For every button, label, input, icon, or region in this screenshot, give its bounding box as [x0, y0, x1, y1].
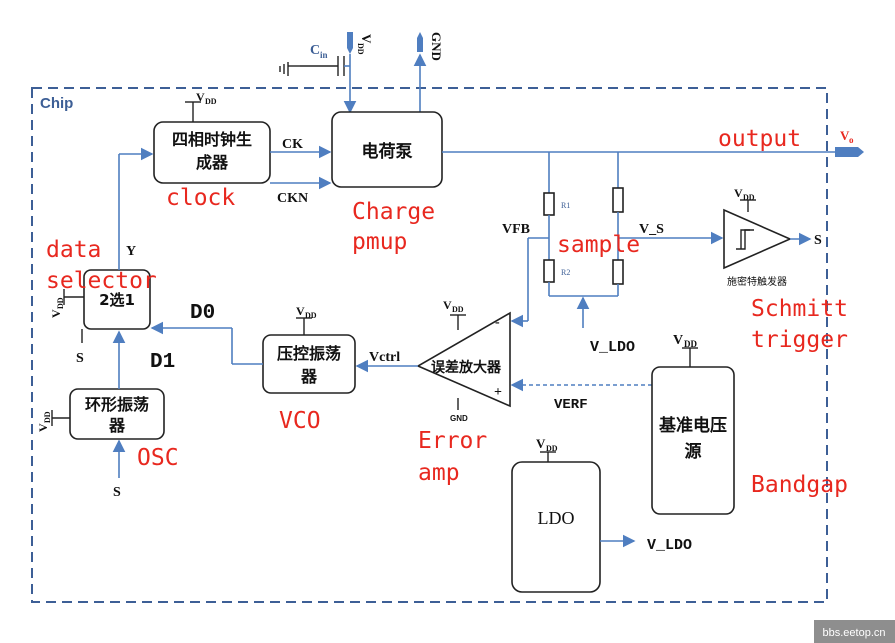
ckn-label: CKN — [277, 191, 308, 206]
svg-text:DD: DD — [546, 444, 558, 453]
svg-text:DD: DD — [305, 311, 317, 320]
svg-text:V: V — [296, 304, 305, 318]
error-amp-gnd: GND — [450, 414, 468, 423]
gnd-pin-icon — [417, 32, 423, 52]
cin-sub: in — [320, 50, 328, 60]
minus-input: - — [495, 315, 500, 330]
cin-label: C — [310, 43, 320, 58]
gnd-pin-label: GND — [429, 32, 444, 61]
clock-generator-line1: 四相时钟生 — [172, 130, 252, 149]
error-amp-annotation-line2: amp — [418, 460, 460, 486]
chip-boundary — [31, 87, 828, 603]
data-selector-annotation-line1: data — [46, 237, 101, 263]
schmitt-label: 施密特触发器 — [727, 275, 787, 288]
ldo-label: LDO — [538, 508, 575, 528]
watermark: bbs.eetop.cn — [823, 627, 886, 639]
vo-pin-icon — [835, 147, 864, 157]
bandgap-line1: 基准电压 — [658, 415, 727, 436]
schmitt-output-s: S — [814, 233, 822, 248]
charge-pump-block: 电荷泵 — [331, 111, 443, 188]
svg-text:DD: DD — [356, 43, 365, 55]
error-amp-block: V DD 误差放大器 GND - + — [416, 298, 511, 423]
sample-annotation: sample — [557, 232, 640, 258]
clock-generator-block: V DD 四相时钟生 成器 — [153, 90, 271, 184]
output-annotation: output — [718, 126, 801, 152]
schmitt-annotation-line1: Schmitt — [751, 296, 848, 322]
charge-pump-annotation-line2: pmup — [352, 229, 407, 255]
svg-text:DD: DD — [452, 305, 464, 314]
vdd-pin-icon — [347, 32, 353, 54]
sample-divider: R1 R2 — [510, 152, 724, 328]
verf-label: VERF — [554, 397, 588, 413]
vctrl-label: Vctrl — [369, 350, 400, 365]
svg-text:V: V — [734, 186, 743, 200]
bandgap-line2: 源 — [685, 441, 702, 462]
plus-input: + — [494, 385, 502, 400]
svg-text:V: V — [536, 436, 546, 451]
r1-resistor — [543, 192, 555, 216]
bandgap-annotation: Bandgap — [751, 472, 848, 498]
r3-resistor — [612, 187, 624, 213]
clock-generator-line2: 成器 — [196, 153, 229, 172]
r4-resistor — [612, 259, 624, 285]
svg-text:V: V — [443, 298, 452, 312]
vo-label: V — [840, 128, 850, 143]
r2-label: R2 — [561, 268, 570, 277]
d0-label: D0 — [190, 302, 215, 325]
selector-block: V DD 2选1 S Y — [49, 244, 151, 366]
watermark-bg — [814, 620, 895, 643]
chip-label: Chip — [40, 95, 73, 112]
osc-line2: 器 — [108, 416, 126, 435]
svg-text:DD: DD — [43, 411, 52, 423]
charge-pump-annotation-line1: Charge — [352, 199, 435, 225]
d1-label: D1 — [150, 351, 175, 374]
vco-annotation: VCO — [279, 408, 321, 434]
clock-annotation: clock — [166, 185, 235, 211]
error-amp-annotation-line1: Error — [418, 428, 487, 454]
data-selector-annotation-line2: selector — [46, 268, 157, 294]
selector-label: 2选1 — [99, 291, 135, 309]
svg-text:DD: DD — [684, 339, 697, 349]
osc-s-label: S — [113, 485, 121, 500]
r2-resistor — [543, 259, 555, 283]
svg-text:o: o — [849, 135, 854, 145]
osc-annotation: OSC — [137, 445, 179, 471]
error-amp-label: 误差放大器 — [431, 359, 502, 376]
v-ldo-ref-label: V_LDO — [590, 339, 635, 356]
selector-y-label: Y — [126, 244, 136, 259]
vco-line2: 器 — [300, 367, 318, 386]
svg-text:V: V — [49, 309, 63, 318]
schmitt-annotation-line2: trigger — [751, 327, 848, 353]
svg-text:DD: DD — [743, 193, 755, 202]
v-s-label: V_S — [639, 222, 664, 237]
svg-text:V: V — [36, 423, 50, 432]
svg-text:V: V — [196, 90, 205, 104]
ldo-block: V DD LDO — [511, 436, 601, 593]
bandgap-block: V DD 基准电压 源 — [651, 333, 735, 515]
charge-pump-label: 电荷泵 — [362, 141, 413, 162]
selector-s-label: S — [76, 351, 84, 366]
v-ldo-output-label: V_LDO — [647, 537, 692, 554]
vdd-pin-label: V — [359, 34, 374, 44]
schmitt-trigger-block: V DD S 施密特触发器 — [723, 186, 822, 288]
svg-text:V: V — [673, 333, 683, 348]
osc-line1: 环形振荡 — [85, 395, 149, 414]
svg-text:DD: DD — [56, 297, 65, 309]
ck-label: CK — [282, 137, 303, 152]
r1-label: R1 — [561, 201, 570, 210]
vco-line1: 压控振荡 — [277, 344, 341, 363]
vfb-label: VFB — [502, 222, 530, 237]
cin-capacitor: C in — [279, 43, 350, 76]
osc-block: V DD 环形振荡 器 — [36, 388, 165, 440]
vco-block: V DD 压控振荡 器 — [262, 304, 356, 394]
svg-text:DD: DD — [205, 97, 217, 106]
